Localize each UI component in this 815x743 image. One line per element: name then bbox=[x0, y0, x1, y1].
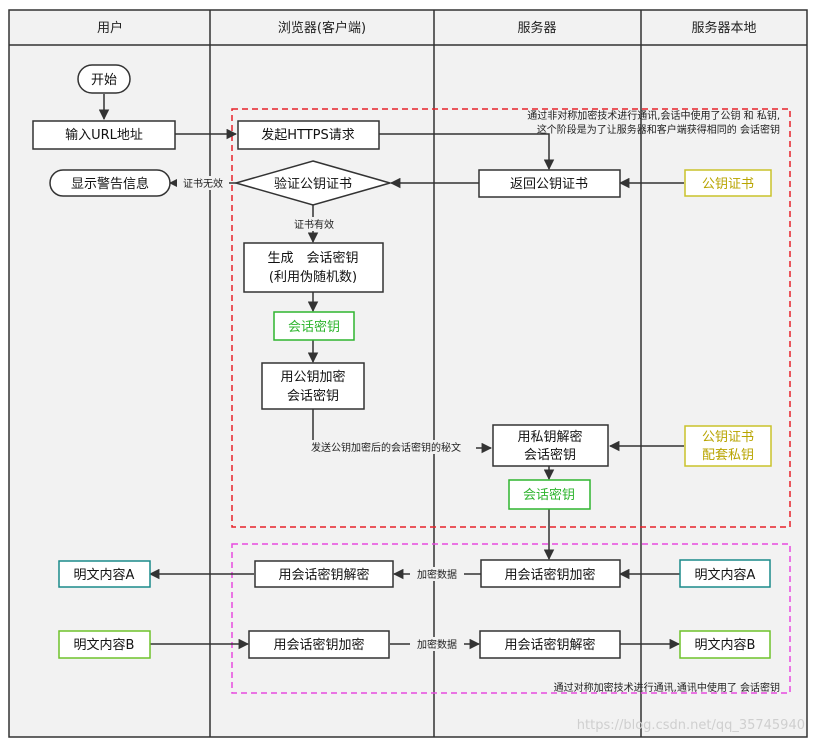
encrypt-public-key-line1: 用公钥加密 bbox=[280, 369, 345, 385]
edge-label-encrypted-data-up: 加密数据 bbox=[417, 638, 457, 651]
edge-label-encrypted-data-down: 加密数据 bbox=[417, 568, 457, 581]
edge-label-bg bbox=[177, 176, 229, 190]
generate-session-key-line2: (利用伪随机数) bbox=[269, 270, 357, 285]
plaintext-b-user-node bbox=[58, 630, 151, 659]
https-request-node-label: 发起HTTPS请求 bbox=[261, 127, 355, 143]
client-decrypt-node-label: 用会话密钥解密 bbox=[278, 567, 369, 583]
server-encrypt-node-label: 用会话密钥加密 bbox=[504, 567, 595, 583]
server-decrypt-node-label: 用会话密钥解密 bbox=[504, 637, 595, 653]
lane-header-server: 服务器 bbox=[517, 20, 556, 36]
edge-label-bg bbox=[410, 567, 464, 581]
verify-cert-decision-label: 验证公钥证书 bbox=[274, 176, 352, 192]
asymmetric-phase-group bbox=[231, 108, 791, 528]
asymmetric-note-line1: 通过非对称加密技术进行通讯,会话中使用了公钥 和 私钥, bbox=[527, 109, 780, 122]
input-url-node bbox=[32, 120, 176, 150]
decrypt-private-key-line1: 用私钥解密 bbox=[517, 429, 582, 445]
server-decrypt-node bbox=[479, 630, 621, 659]
input-url-node-label: 输入URL地址 bbox=[65, 127, 143, 143]
edge-label-cert-invalid: 证书无效 bbox=[183, 177, 223, 190]
edge-label-bg bbox=[296, 440, 476, 454]
plaintext-b-local-label: 明文内容B bbox=[695, 637, 756, 653]
client-decrypt-node bbox=[254, 560, 394, 588]
plaintext-a-local-label: 明文内容A bbox=[695, 567, 756, 583]
decrypt-private-key-line2: 会话密钥 bbox=[524, 447, 576, 463]
show-warning-node-label: 显示警告信息 bbox=[71, 176, 149, 192]
show-warning-node bbox=[49, 169, 171, 197]
plaintext-a-local-node bbox=[679, 559, 771, 588]
lane-header-server-local: 服务器本地 bbox=[691, 20, 756, 36]
server-encrypt-node bbox=[480, 559, 621, 588]
lane-header-browser: 浏览器(客户端) bbox=[278, 20, 366, 36]
client-encrypt-node-label: 用会话密钥加密 bbox=[273, 637, 364, 653]
cert-private-key-line2: 配套私钥 bbox=[702, 447, 754, 463]
edge-request-to-return-cert bbox=[379, 133, 555, 171]
generate-session-key-line1: 生成 会话密钥 bbox=[267, 250, 358, 266]
edge-label-send-encrypted-key: 发送公钥加密后的会话密钥的秘文 bbox=[311, 441, 461, 454]
watermark-text: https://blog.csdn.net/qq_35745940 bbox=[577, 718, 805, 733]
encrypt-public-key-node bbox=[261, 362, 365, 410]
start-node-label: 开始 bbox=[91, 73, 117, 88]
session-key-server-label: 会话密钥 bbox=[523, 487, 575, 503]
edge-label-cert-valid: 证书有效 bbox=[294, 218, 334, 231]
public-cert-node-label: 公钥证书 bbox=[702, 177, 754, 192]
https-request-node bbox=[237, 120, 380, 150]
return-cert-node bbox=[478, 169, 621, 198]
lane-header-user: 用户 bbox=[97, 20, 123, 36]
generate-session-key-node bbox=[243, 242, 384, 293]
symmetric-phase-group bbox=[231, 543, 791, 694]
cert-private-key-node bbox=[684, 425, 772, 467]
edge-label-bg bbox=[410, 637, 464, 651]
return-cert-node-label: 返回公钥证书 bbox=[510, 177, 588, 192]
public-cert-node bbox=[684, 169, 772, 197]
plaintext-a-user-node bbox=[58, 560, 151, 588]
symmetric-note: 通过对称加密技术进行通讯,通讯中使用了 会话密钥 bbox=[554, 681, 780, 694]
client-encrypt-node bbox=[248, 630, 390, 659]
session-key-client-label: 会话密钥 bbox=[288, 319, 340, 335]
edges bbox=[98, 94, 684, 650]
session-key-client-node bbox=[273, 311, 355, 341]
plaintext-b-local-node bbox=[679, 630, 771, 659]
start-node bbox=[77, 64, 131, 94]
edge-label-bg bbox=[288, 217, 340, 231]
decrypt-private-key-node bbox=[492, 424, 609, 467]
session-key-server-node bbox=[508, 479, 591, 510]
encrypt-public-key-line2: 会话密钥 bbox=[287, 388, 339, 404]
asymmetric-note-line2: 这个阶段是为了让服务器和客户端获得相同的 会话密钥 bbox=[537, 123, 780, 136]
plaintext-a-user-label: 明文内容A bbox=[74, 567, 135, 583]
cert-private-key-line1: 公钥证书 bbox=[702, 430, 754, 445]
verify-cert-decision bbox=[233, 160, 393, 206]
plaintext-b-user-label: 明文内容B bbox=[74, 637, 135, 653]
